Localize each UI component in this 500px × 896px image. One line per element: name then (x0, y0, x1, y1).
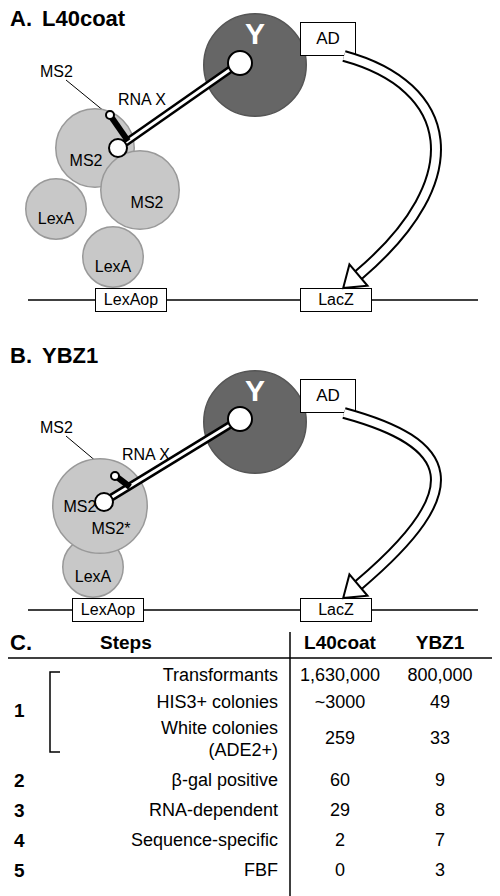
step-number: 1 (14, 700, 25, 723)
table-cell: ~3000 (290, 692, 390, 714)
node-label: LacZ (301, 291, 371, 309)
table-cell: 0 (290, 860, 390, 882)
node-shape (101, 151, 180, 230)
table-cell: 3 (390, 860, 490, 882)
ms2-coat-fusion: MS2* MS2* (52, 458, 148, 554)
protein-y: Y (203, 13, 307, 117)
table-cell: 49 (390, 692, 490, 714)
node-label: MS2 (122, 194, 172, 212)
table-cell: 60 (290, 770, 390, 792)
step-number: 5 (14, 860, 25, 883)
node-outline (82, 226, 144, 288)
table-rule (8, 657, 492, 659)
table-cell: 8 (390, 800, 490, 822)
node-shape (26, 179, 87, 240)
table-cell: 9 (390, 770, 490, 792)
node-shape (63, 537, 124, 598)
node-shape (53, 459, 148, 554)
node-label: LexAop (73, 601, 143, 619)
node-label: LexA (62, 568, 124, 586)
node-label: Y (203, 17, 307, 52)
part-label: RNA X (118, 90, 166, 109)
table-cell: 33 (390, 728, 490, 750)
arrow-head (343, 574, 367, 598)
arrow-body (344, 56, 436, 275)
column-header: Steps (100, 632, 152, 655)
activation-domain: AD (300, 379, 356, 413)
node-label: Y (203, 374, 307, 409)
table-cell: 1,630,000 (290, 665, 390, 687)
column-header: YBZ1 (390, 632, 490, 655)
part-label: MS2 (40, 62, 73, 81)
node-outline (25, 178, 87, 240)
table-rule (289, 632, 291, 896)
panel-letter: C. (10, 630, 32, 656)
node-label: LacZ (301, 601, 371, 619)
step-number: 4 (14, 830, 25, 853)
step-name: β-gal positive (58, 770, 278, 792)
part-label: RNA X (122, 445, 170, 464)
node-label: LexA (25, 210, 87, 228)
node-shape (83, 227, 144, 288)
step-bracket (50, 672, 60, 752)
node-label: LexAop (96, 291, 166, 309)
table-cell: 29 (290, 800, 390, 822)
lexa-domain: LexA (25, 178, 87, 240)
node-label: LexA (82, 258, 144, 276)
node-shape (204, 371, 307, 474)
table-cell: 259 (290, 728, 390, 750)
ms2-coat: MS2 (100, 150, 180, 230)
step-name: Sequence-specific (58, 830, 278, 852)
panel-title: L40coat (42, 6, 125, 32)
table-cell: 800,000 (390, 665, 490, 687)
node-label: AD (301, 29, 355, 49)
node-label: MS2* (58, 498, 108, 516)
node-outline (100, 150, 180, 230)
arrow-body (344, 413, 436, 585)
column-header: L40coat (290, 632, 390, 655)
activation-arrow (343, 56, 436, 288)
protein-y: Y (203, 370, 307, 474)
node-label: MS2 (61, 152, 111, 170)
node-label: AD (301, 386, 355, 406)
arrow-outline (344, 56, 436, 275)
step-name: HIS3+ colonies (58, 692, 278, 714)
reporter-box: LacZ (300, 598, 372, 622)
operator-box: LexAop (72, 598, 144, 622)
step-number: 2 (14, 770, 25, 793)
table-cell: 2 (290, 830, 390, 852)
activation-domain: AD (300, 22, 356, 56)
operator-box: LexAop (95, 288, 167, 312)
step-name: White colonies (ADE2+) (148, 718, 278, 761)
panel-title: YBZ1 (42, 343, 98, 369)
step-name: RNA-dependent (58, 800, 278, 822)
table-cell: 7 (390, 830, 490, 852)
step-number: 3 (14, 800, 25, 823)
node-shape (204, 14, 307, 117)
activation-arrow (343, 413, 436, 598)
panel-letter: B. (10, 343, 32, 369)
lexa-domain: LexA (82, 226, 144, 288)
part-label: MS2 (40, 418, 73, 437)
reporter-box: LacZ (300, 288, 372, 312)
step-name: FBF (58, 860, 278, 882)
arrow-outline (344, 413, 436, 585)
arrow-head (343, 264, 367, 288)
step-name: Transformants (58, 665, 278, 687)
panel-letter: A. (10, 6, 32, 32)
node-label: MS2* (86, 520, 136, 538)
